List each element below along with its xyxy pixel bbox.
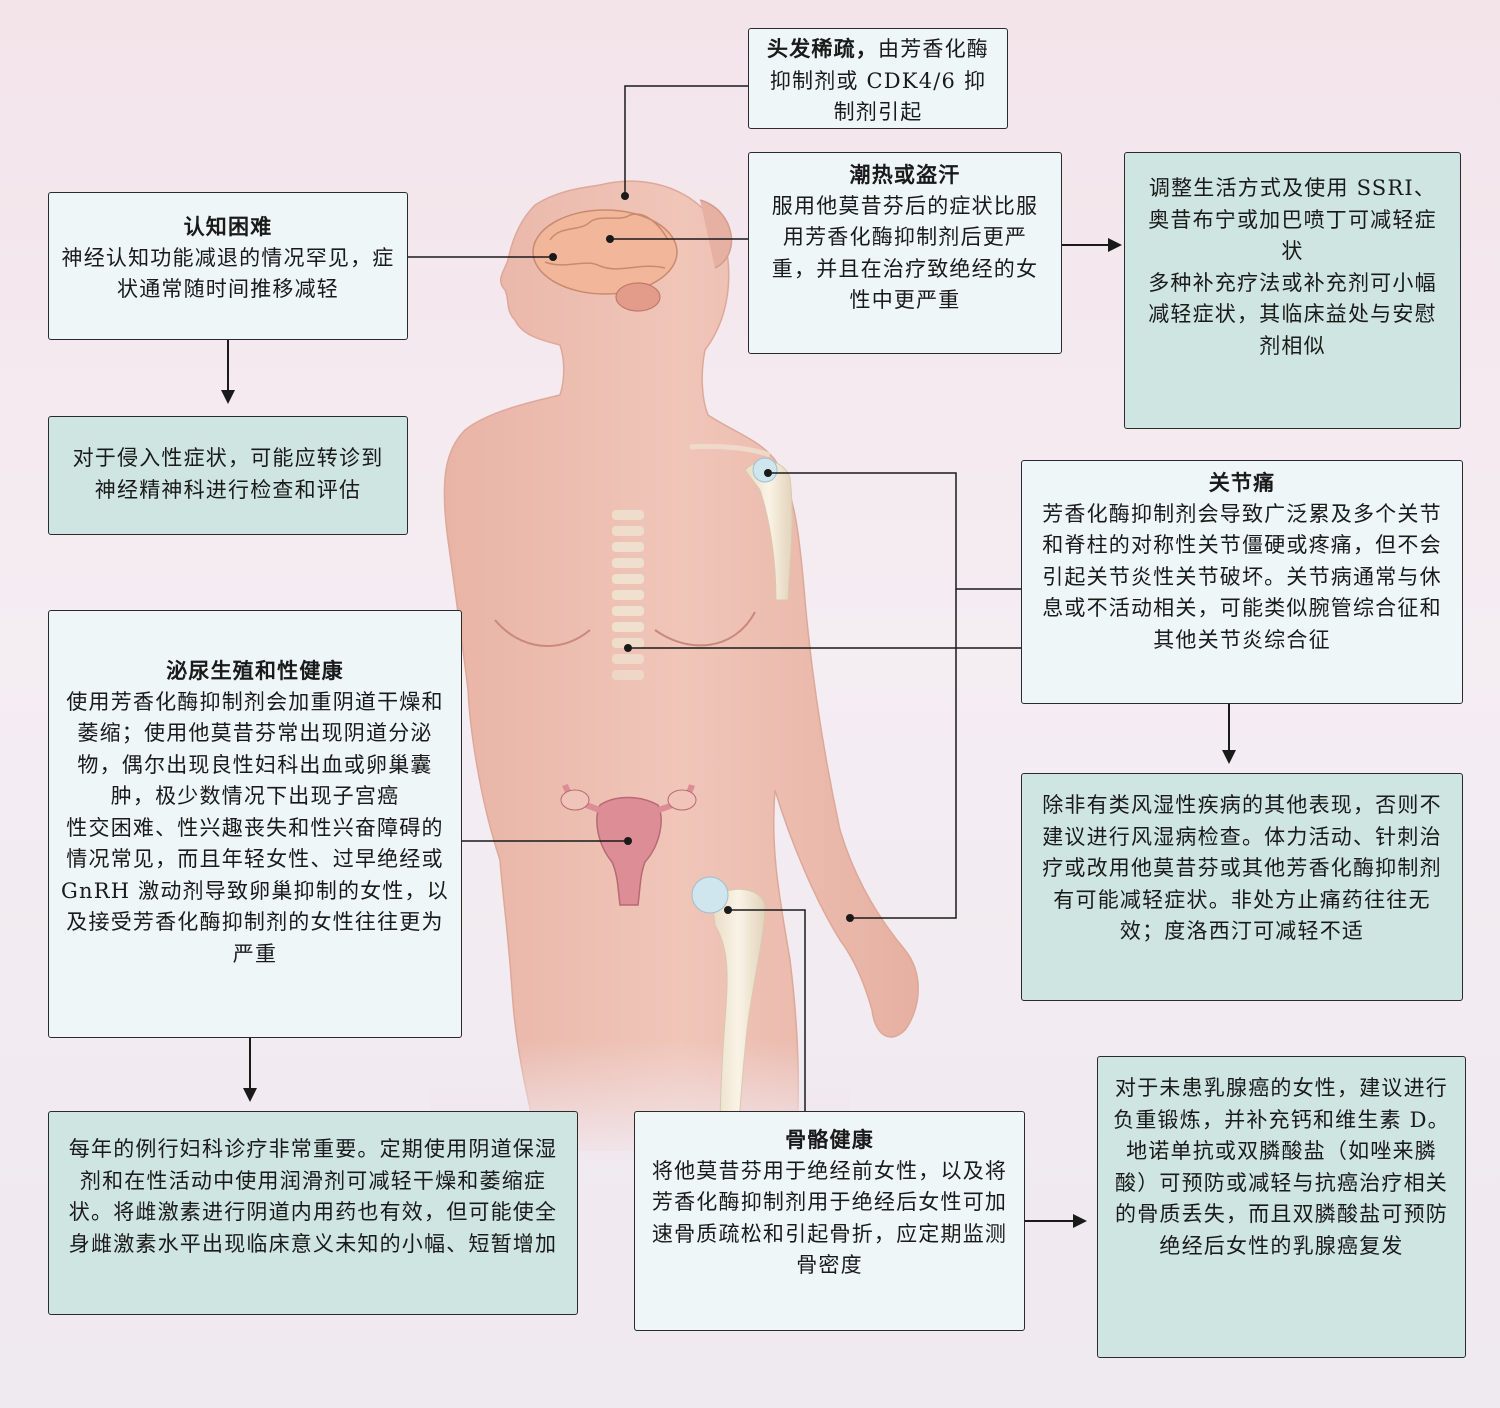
hot-flashes-title: 潮热或盗汗: [849, 162, 961, 187]
arrow-urogenital-to-management: [243, 1038, 257, 1102]
arrow-joint-to-management: [1222, 704, 1236, 764]
bone-health-box: 骨骼健康 将他莫昔芬用于绝经前女性，以及将芳香化酶抑制剂用于绝经后女性可加速骨质…: [634, 1111, 1025, 1331]
joint-management-box: 除非有类风湿性疾病的其他表现，否则不建议进行风湿病检查。体力活动、针刺治疗或改用…: [1021, 773, 1463, 1001]
arrow-bone-to-management: [1025, 1214, 1087, 1228]
cognitive-text: 神经认知功能减退的情况罕见，症状通常随时间推移减轻: [61, 245, 395, 302]
urogenital-management-text: 每年的例行妇科诊疗非常重要。定期使用阴道保湿剂和在性活动中使用润滑剂可减轻干燥和…: [68, 1137, 558, 1256]
urogenital-title: 泌尿生殖和性健康: [166, 658, 344, 683]
connector-dots: [549, 192, 854, 922]
arrows: [221, 238, 1236, 1228]
urogenital-management-box: 每年的例行妇科诊疗非常重要。定期使用阴道保湿剂和在性活动中使用润滑剂可减轻干燥和…: [48, 1111, 578, 1315]
cognitive-box: 认知困难 神经认知功能减退的情况罕见，症状通常随时间推移减轻: [48, 192, 408, 340]
urogenital-box: 泌尿生殖和性健康 使用芳香化酶抑制剂会加重阴道干燥和萎缩；使用他莫昔芬常出现阴道…: [48, 610, 462, 1038]
hot-flashes-management-box: 调整生活方式及使用 SSRI、奥昔布宁或加巴喷丁可减轻症状 多种补充疗法或补充剂…: [1124, 152, 1461, 429]
spine: [612, 510, 644, 680]
hot-flashes-management-text-2: 多种补充疗法或补充剂可小幅减轻症状，其临床益处与安慰剂相似: [1148, 270, 1437, 358]
cognitive-title: 认知困难: [183, 214, 273, 239]
joint-pain-box: 关节痛 芳香化酶抑制剂会导致广泛累及多个关节和脊柱的对称性关节僵硬或疼痛，但不会…: [1021, 460, 1463, 704]
joint-connector-shoulder: [768, 472, 1021, 590]
bone-management-box: 对于未患乳腺癌的女性，建议进行负重锻炼，并补充钙和维生素 D。地诺单抗或双膦酸盐…: [1097, 1056, 1466, 1358]
bone-management-text: 对于未患乳腺癌的女性，建议进行负重锻炼，并补充钙和维生素 D。地诺单抗或双膦酸盐…: [1113, 1076, 1450, 1258]
bone-connector: [728, 909, 806, 1111]
joint-connector-wrist: [850, 589, 957, 919]
cognitive-management-box: 对于侵入性症状，可能应转诊到神经精神科进行检查和评估: [48, 416, 408, 535]
hair-loss-title: 头发稀疏，: [767, 36, 878, 61]
hair-loss-text: 由芳香化酶抑制剂或 CDK4/6 抑制剂引起: [769, 37, 989, 124]
urogenital-text-1: 使用芳香化酶抑制剂会加重阴道干燥和萎缩；使用他莫昔芬常出现阴道分泌物，偶尔出现良…: [66, 689, 444, 809]
hair-connector: [624, 85, 748, 196]
hot-flashes-management-text-1: 调整生活方式及使用 SSRI、奥昔布宁或加巴喷丁可减轻症状: [1148, 176, 1437, 263]
brain: [532, 209, 678, 312]
hair-loss-box: 头发稀疏，由芳香化酶抑制剂或 CDK4/6 抑制剂引起: [748, 28, 1008, 129]
hot-flashes-box: 潮热或盗汗 服用他莫昔芬后的症状比服用芳香化酶抑制剂后更严重，并且在治疗致绝经的…: [748, 152, 1062, 354]
joint-pain-text: 芳香化酶抑制剂会导致广泛累及多个关节和脊柱的对称性关节僵硬或疼痛，但不会引起关节…: [1042, 501, 1442, 652]
joint-pain-title: 关节痛: [1208, 470, 1276, 495]
connector-lines: [408, 85, 1021, 1111]
urogenital-text-2: 性交困难、性兴趣丧失和性兴奋障碍的情况常见，而且年轻女性、过早绝经或 GnRH …: [61, 815, 449, 966]
bone-health-text: 将他莫昔芬用于绝经前女性，以及将芳香化酶抑制剂用于绝经后女性可加速骨质疏松和引起…: [651, 1158, 1008, 1278]
bone-health-title: 骨骼健康: [785, 1127, 874, 1152]
femur: [691, 876, 766, 1136]
hot-flashes-text: 服用他莫昔芬后的症状比服用芳香化酶抑制剂后更严重，并且在治疗致绝经的女性中更严重: [771, 193, 1039, 313]
humerus: [689, 443, 793, 601]
uterus: [560, 783, 697, 906]
arrow-hot-flash-to-management: [1062, 238, 1122, 252]
cognitive-management-text: 对于侵入性症状，可能应转诊到神经精神科进行检查和评估: [72, 446, 384, 502]
joint-management-text: 除非有类风湿性疾病的其他表现，否则不建议进行风湿病检查。体力活动、针刺治疗或改用…: [1042, 793, 1442, 943]
arrow-cognitive-to-management: [221, 340, 235, 404]
